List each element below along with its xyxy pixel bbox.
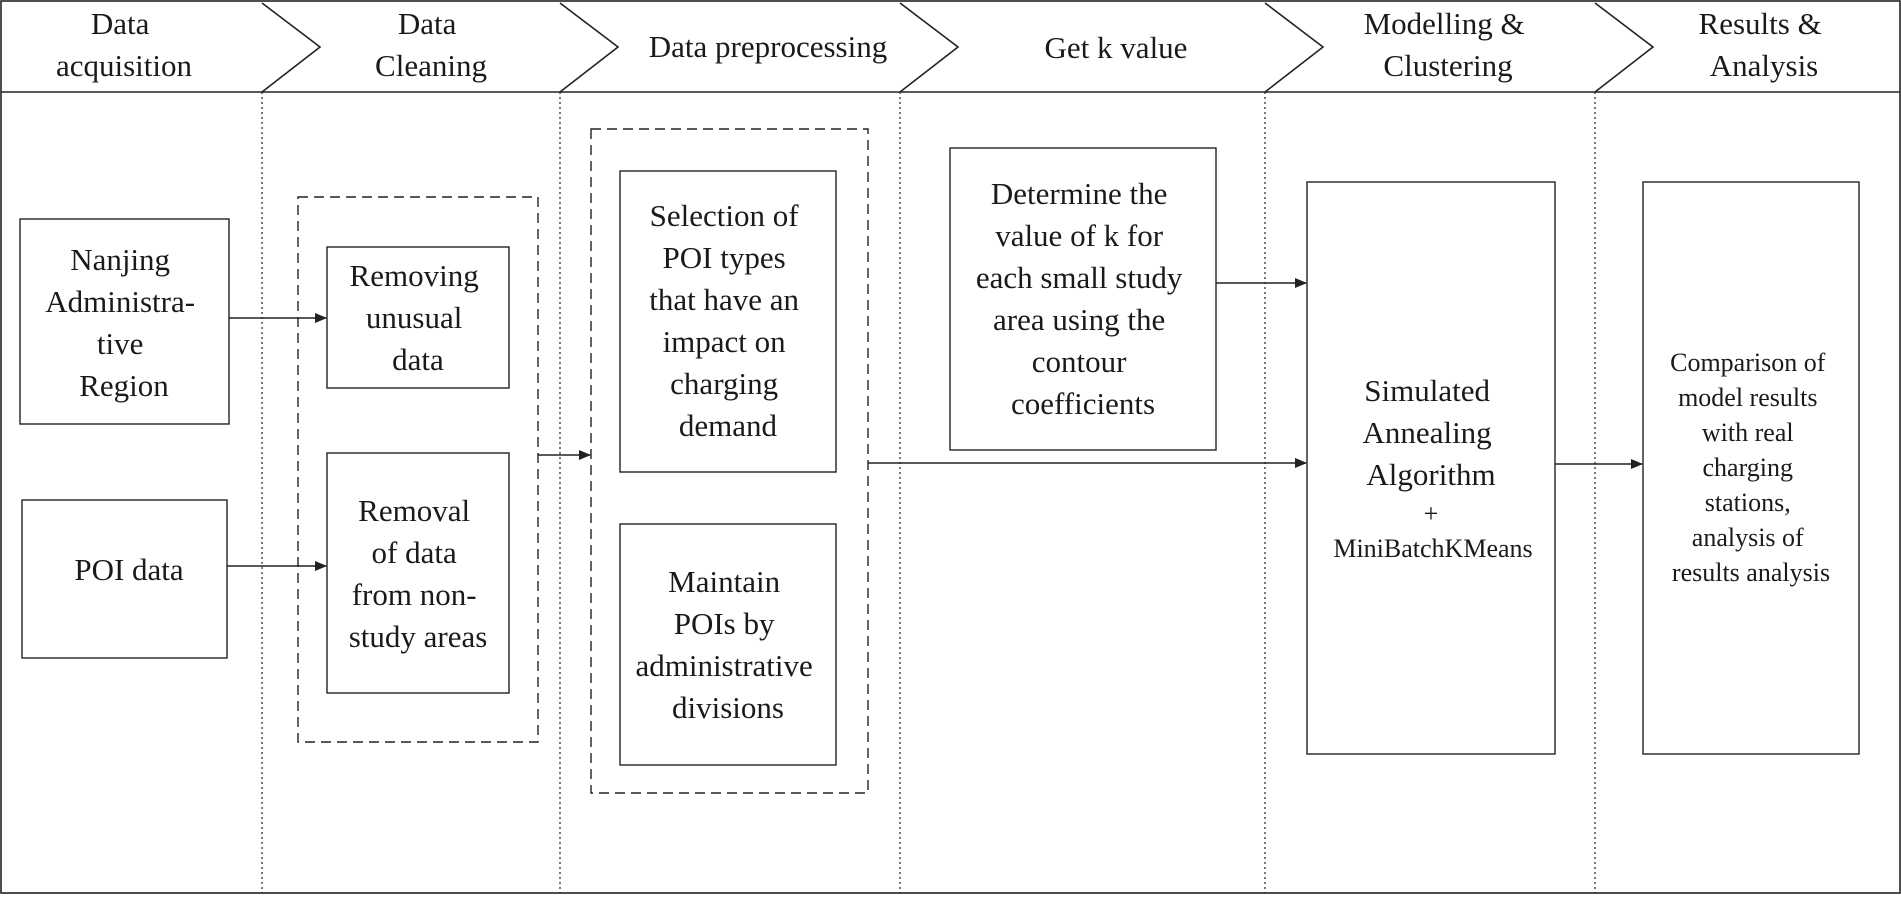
- removal-non-study-label: Removal of data from non- study areas: [349, 493, 488, 654]
- chevron-2: [559, 2, 620, 93]
- poi-data-label: POI data: [74, 552, 184, 587]
- maintain-poi-label: Maintain POIs by administrative division…: [635, 564, 820, 725]
- removing-unusual-label: Removing unusual data: [350, 258, 487, 377]
- chevron-1: [261, 2, 322, 93]
- selection-poi-box: [619, 170, 837, 473]
- stage-label-data-acquisition: Data acquisition: [56, 6, 193, 83]
- poi-data-box: [21, 499, 228, 659]
- results-box: [1642, 181, 1860, 755]
- stage-label-data-cleaning: Data Cleaning: [375, 6, 487, 83]
- chevron-3: [899, 2, 960, 93]
- algorithm-box: [1306, 181, 1556, 755]
- algorithm-label: Simulated Annealing Algorithm: [1363, 373, 1500, 492]
- stage-label-get-k-value: Get k value: [1045, 30, 1188, 65]
- determine-k-box: [949, 147, 1217, 451]
- chevron-5: [1594, 2, 1655, 93]
- stage-label-data-preprocessing: Data preprocessing: [649, 29, 887, 64]
- removing-unusual-box: [326, 246, 510, 389]
- results-comparison-label: Comparison of model results with real ch…: [1670, 348, 1832, 587]
- selection-poi-label: Selection of POI types that have an impa…: [649, 198, 807, 443]
- determine-k-label: Determine the value of k for each small …: [976, 176, 1190, 421]
- algorithm-plus-label: +: [1424, 499, 1439, 528]
- preprocessing-group: [590, 128, 869, 794]
- removal-non-study-box: [326, 452, 510, 694]
- maintain-poi-box: [619, 523, 837, 766]
- stage-label-results-analysis: Results & Analysis: [1699, 6, 1830, 83]
- stage-label-modelling-clustering: Modelling & Clustering: [1364, 6, 1533, 83]
- minibatchkmeans-label: MiniBatchKMeans: [1333, 534, 1532, 563]
- nanjing-region-label: Nanjing Administra- tive Region: [45, 242, 203, 403]
- chevron-4: [1264, 2, 1325, 93]
- nanjing-region-box: [19, 218, 230, 425]
- cleaning-group: [297, 196, 539, 743]
